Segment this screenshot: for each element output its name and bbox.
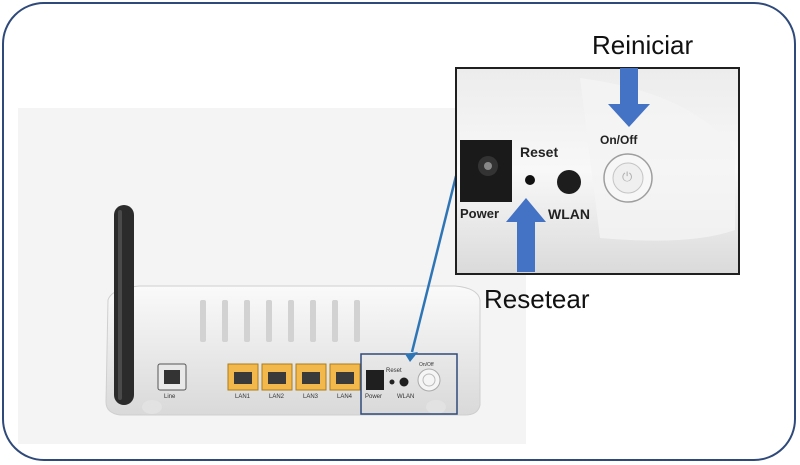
router-label-reset: Reset [386,368,402,374]
power-icon: ⏻ [622,170,633,185]
arrow-up-icon [506,198,546,272]
router-label-line: Line [164,394,176,400]
zoom-label-wlan: WLAN [548,206,590,222]
antenna [114,205,134,405]
router-label-lan3: LAN3 [303,394,319,400]
router-label-power: Power [365,394,383,400]
lan-ports [227,363,361,391]
router-label-lan4: LAN4 [337,394,353,400]
router-vents [200,300,360,342]
zoom-panel [455,67,740,275]
router-label-on-off: On/Off [419,362,434,368]
arrow-down-icon [608,68,650,127]
connector-arrowhead [405,352,418,362]
router-label-lan2: LAN2 [269,394,285,400]
label-reiniciar: Reiniciar [592,30,694,60]
zoom-label-reset: Reset [520,144,559,160]
router-label-wlan: WLAN [397,394,415,400]
zoom-label-on-off: On/Off [600,133,638,147]
connector-line [410,175,458,353]
zoom-label-power: Power [460,206,500,221]
router-body [105,285,481,416]
router-control-area [366,368,441,392]
router-label-lan1: LAN1 [235,394,251,400]
line-port [157,363,187,391]
label-resetear: Resetear [484,284,590,314]
